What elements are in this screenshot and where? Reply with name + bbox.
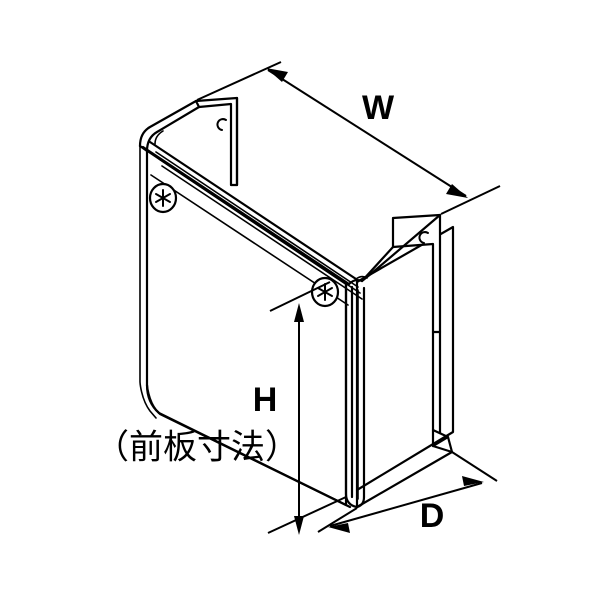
w-arrowhead-end [446,184,468,198]
keyhole-features [216,118,429,244]
h-extension-top [269,281,331,312]
mounting-tab-base [431,444,454,454]
w-dimension-line [267,69,467,197]
d-arrowhead-end [462,476,484,486]
w-extension-right [440,185,501,215]
d-extension-right [451,451,498,482]
dimension-D: D [317,451,498,535]
left-mounting-flange [194,96,239,187]
keyhole-slot-right-icon [418,231,429,244]
mounting-tab-edge [446,435,454,454]
top-left-hem-fold [138,99,198,148]
dimension-sublabel-h: （前板寸法） [95,428,299,468]
fastener-screw-left [148,182,178,214]
w-extension-left [196,61,282,101]
top-left-hem-fold-inner [145,105,201,153]
top-right-slope-outer [370,213,442,275]
dimension-W: W [196,61,501,215]
dimension-label-w: W [362,89,395,127]
d-extension-left [317,507,358,533]
h-extension-bottom [267,496,347,534]
front-plate-edge-strip [139,145,157,419]
dimension-H: H （前板寸法） [95,281,347,535]
mounting-tab-bottom-right [431,428,450,448]
enclosure-body [138,96,455,509]
dimension-label-d: D [420,497,445,535]
top-right-slope [360,245,395,283]
dimension-label-h: H [253,381,278,419]
w-arrowhead-start [266,68,288,82]
front-plate-bottom-curve [145,383,352,509]
h-arrowhead-top [294,303,304,322]
screw-cross-left [155,189,171,207]
h-arrowhead-bottom [294,516,304,535]
screw-cross-center [317,283,333,301]
bottom-right-edge [355,450,454,509]
d-arrowhead-start [328,523,350,533]
top-left-hem-fold-detail [154,130,164,145]
keyhole-slot-left-icon [216,118,227,131]
top-rib-lines [141,140,363,306]
d-dimension-line [329,482,483,527]
fastener-screw-center [310,276,340,308]
